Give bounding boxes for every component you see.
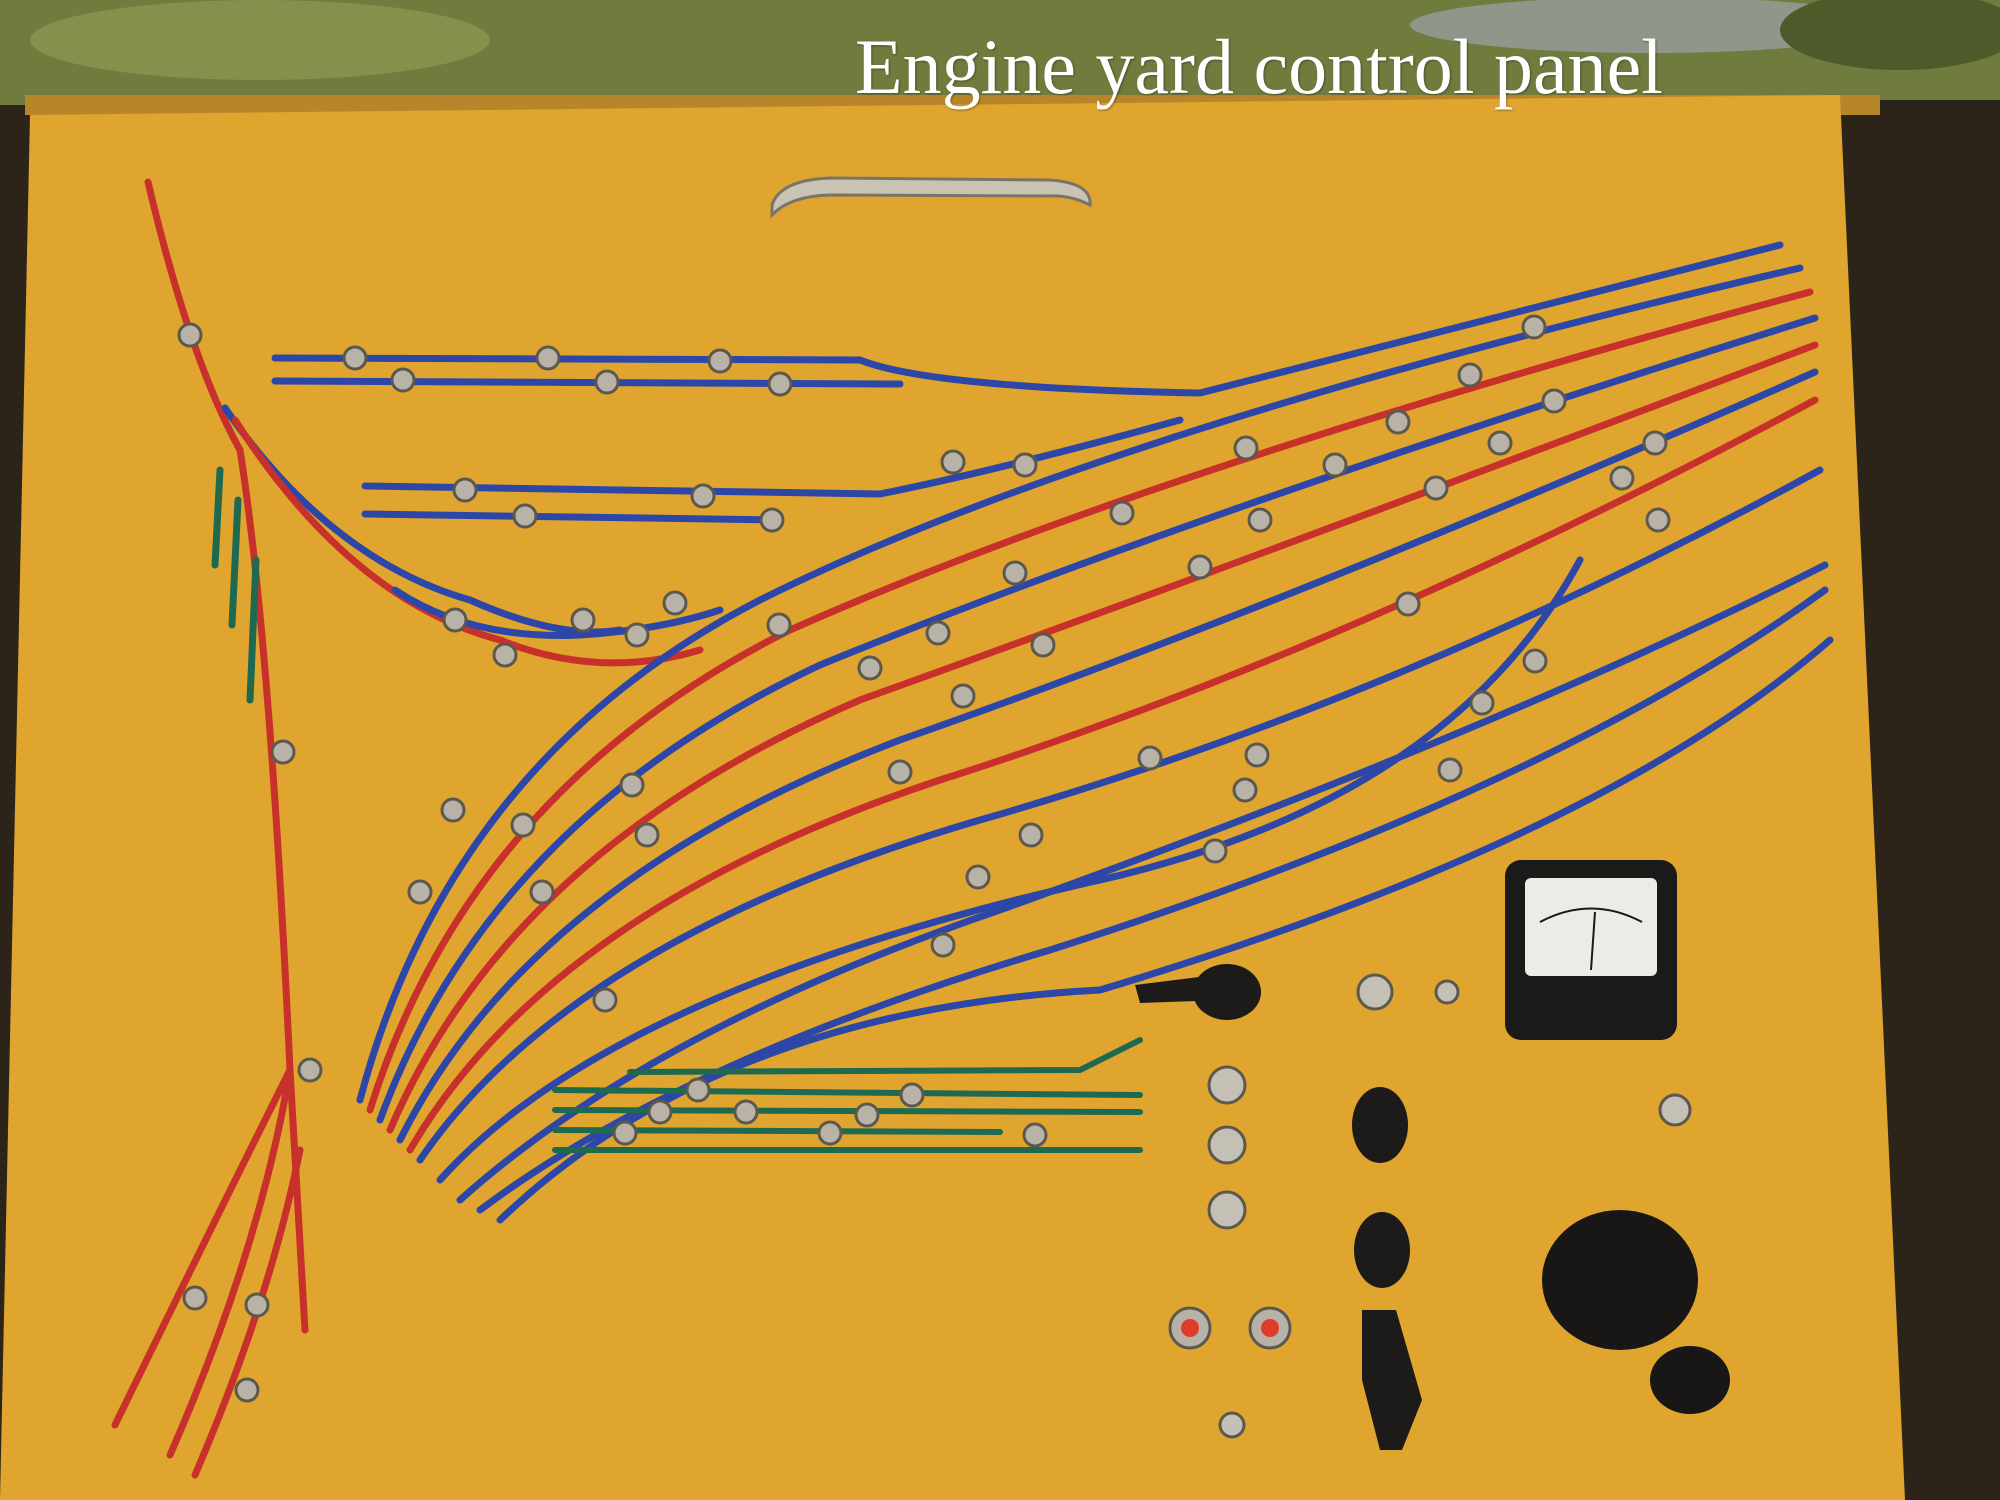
- turnout-toggles[interactable]: [177, 314, 1671, 1403]
- toggle-switches[interactable]: [1207, 973, 1692, 1439]
- throttle-knob[interactable]: [1542, 1210, 1730, 1414]
- panel-handle[interactable]: [770, 176, 1092, 219]
- selector-knobs[interactable]: [1352, 1087, 1422, 1450]
- rotary-knob[interactable]: [1135, 964, 1261, 1020]
- photo-caption: Engine yard control panel: [855, 23, 1663, 110]
- push-buttons[interactable]: [1168, 1306, 1292, 1350]
- track-lead: [144, 178, 309, 1334]
- meter: [1505, 860, 1677, 1040]
- track-diagram: [111, 178, 1834, 1479]
